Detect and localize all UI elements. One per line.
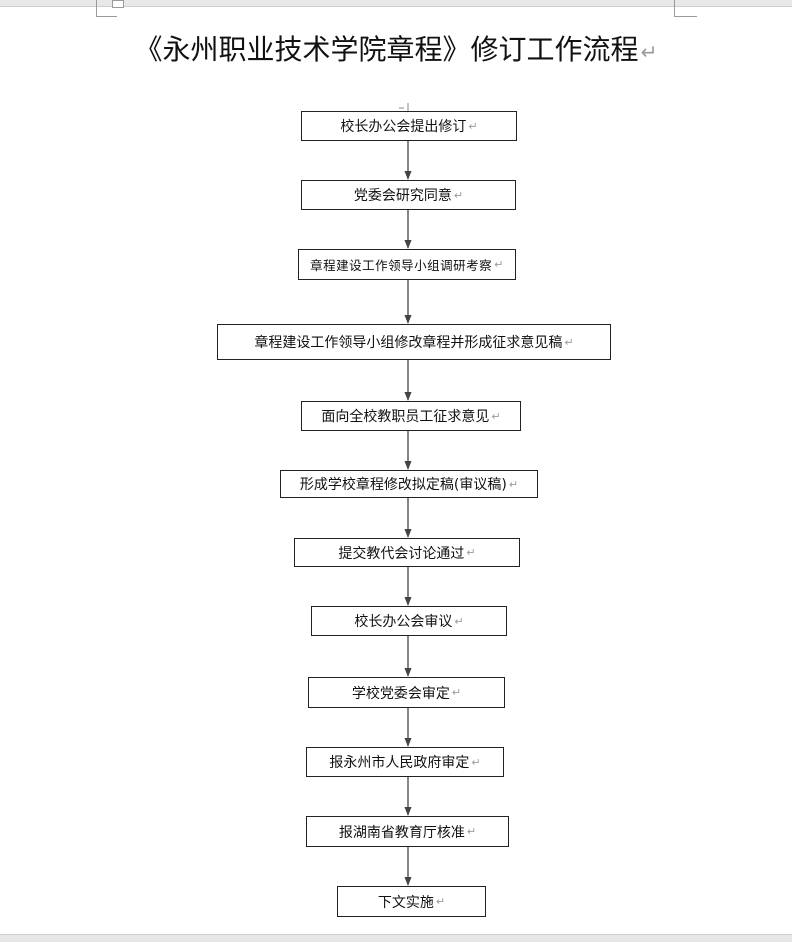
flow-step-label: 下文实施 bbox=[377, 894, 434, 911]
flow-step-label: 报湖南省教育厅核准 bbox=[338, 824, 465, 841]
document-title: 《永州职业技术学院章程》修订工作流程↵ bbox=[0, 28, 792, 68]
flow-step-label: 形成学校章程修改拟定稿(审议稿) bbox=[299, 477, 507, 493]
paragraph-mark-icon: ↵ bbox=[466, 825, 477, 838]
paragraph-mark-icon: ↵ bbox=[454, 614, 464, 628]
flow-step-3: 章程建设工作领导小组调研考察↵ bbox=[298, 249, 516, 280]
flow-step-6: 形成学校章程修改拟定稿(审议稿)↵ bbox=[280, 470, 538, 498]
flow-step-11: 报湖南省教育厅核准↵ bbox=[306, 816, 509, 847]
paragraph-mark-icon: ↵ bbox=[494, 258, 504, 271]
paragraph-mark-icon: ↵ bbox=[451, 686, 462, 699]
margin-corner-mark-right bbox=[674, 0, 697, 17]
flow-step-12: 下文实施↵ bbox=[337, 886, 486, 917]
top-insertion-mark bbox=[399, 103, 409, 112]
paragraph-mark-icon: ↵ bbox=[471, 755, 481, 769]
paragraph-mark-icon: ↵ bbox=[508, 477, 519, 491]
flow-step-2: 党委会研究同意↵ bbox=[301, 180, 516, 210]
flow-step-5: 面向全校教职员工征求意见↵ bbox=[301, 401, 521, 431]
flow-step-1: 校长办公会提出修订↵ bbox=[301, 111, 517, 141]
paragraph-mark-icon: ↵ bbox=[468, 119, 478, 133]
flow-step-label: 校长办公会审议 bbox=[354, 614, 453, 630]
paragraph-mark-icon: ↵ bbox=[435, 895, 446, 908]
paragraph-mark-icon: ↵ bbox=[453, 188, 464, 202]
flow-step-label: 面向全校教职员工征求意见 bbox=[321, 409, 490, 425]
paragraph-mark-icon: ↵ bbox=[564, 335, 574, 349]
paragraph-mark-icon: ↵ bbox=[491, 409, 501, 423]
flow-step-label: 提交教代会讨论通过 bbox=[338, 545, 465, 562]
title-text: 《永州职业技术学院章程》修订工作流程 bbox=[134, 33, 639, 66]
flow-step-label: 校长办公会提出修订 bbox=[340, 119, 467, 135]
paragraph-mark-icon: ↵ bbox=[640, 40, 658, 64]
top-ruler-strip bbox=[0, 0, 792, 7]
flow-step-label: 党委会研究同意 bbox=[353, 188, 452, 204]
margin-corner-tick bbox=[112, 0, 124, 8]
flow-step-label: 章程建设工作领导小组修改章程并形成征求意见稿 bbox=[254, 335, 563, 351]
paragraph-mark-icon: ↵ bbox=[466, 546, 476, 559]
flow-step-label: 学校党委会审定 bbox=[351, 685, 450, 702]
margin-corner-mark-left bbox=[96, 0, 117, 17]
flow-step-8: 校长办公会审议↵ bbox=[311, 606, 507, 636]
flow-step-7: 提交教代会讨论通过↵ bbox=[294, 538, 520, 567]
flow-step-4: 章程建设工作领导小组修改章程并形成征求意见稿↵ bbox=[217, 324, 611, 360]
flow-step-label: 报永州市人民政府审定 bbox=[329, 755, 470, 771]
flow-step-10: 报永州市人民政府审定↵ bbox=[306, 747, 504, 777]
flow-step-9: 学校党委会审定↵ bbox=[308, 677, 505, 708]
flow-step-label: 章程建设工作领导小组调研考察 bbox=[310, 258, 493, 273]
bottom-status-strip bbox=[0, 934, 792, 942]
